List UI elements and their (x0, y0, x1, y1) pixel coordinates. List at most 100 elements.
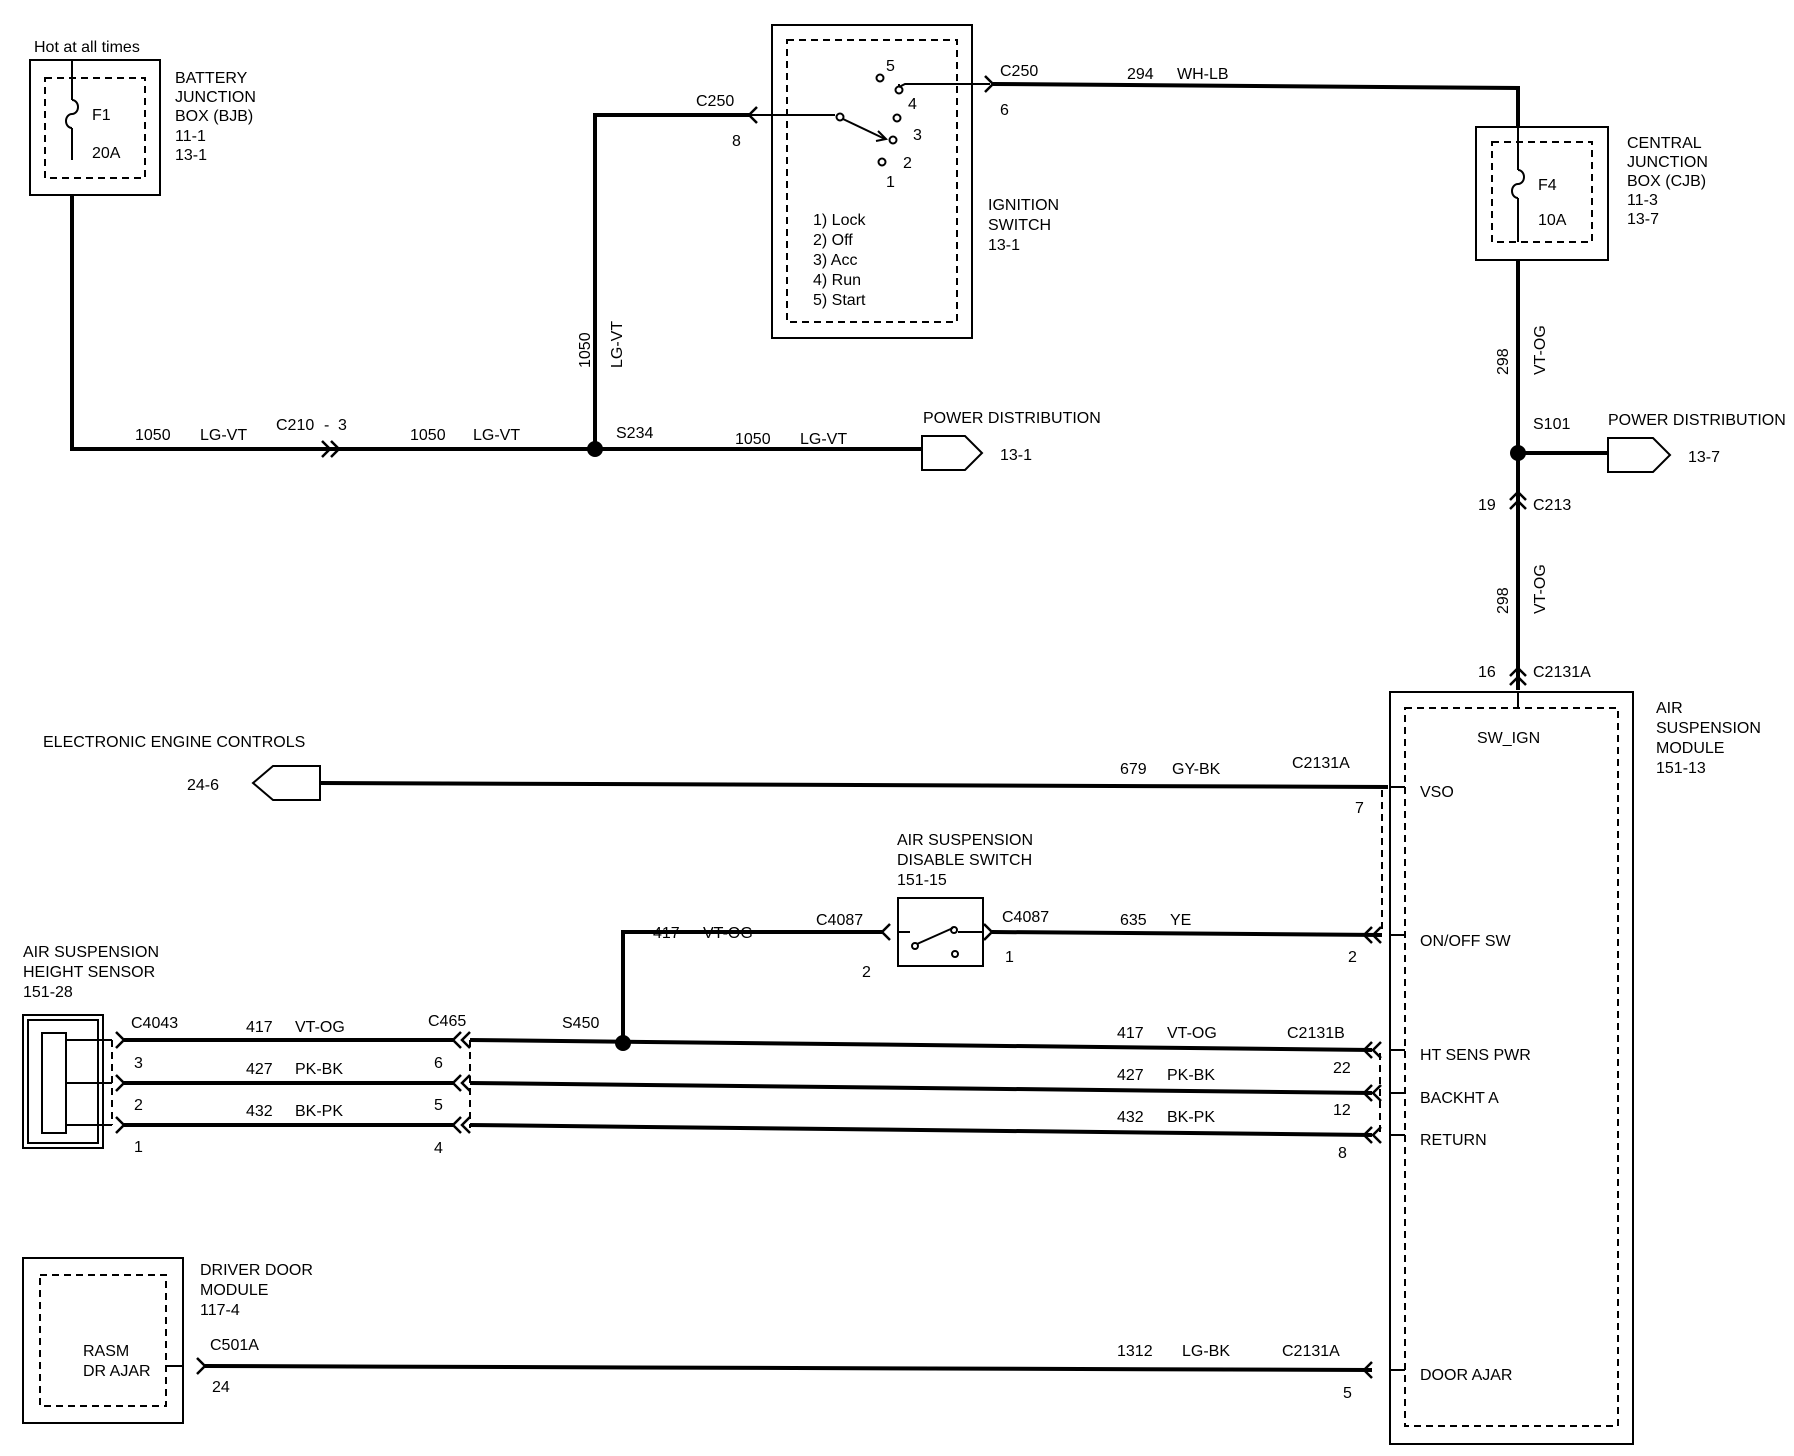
ignition-pos-2: 2 (903, 155, 912, 172)
c4087-left-pin: 2 (862, 964, 871, 981)
pin-8: 8 (1338, 1145, 1347, 1162)
wire-417-num-top: 417 (653, 925, 680, 942)
c213-label: C213 (1533, 497, 1571, 514)
disable-switch-ref: 151-15 (897, 872, 947, 889)
wire-1050-num-vertical: 1050 (577, 332, 594, 368)
splice-s234 (587, 441, 603, 457)
fuse-f1-rating: 20A (92, 145, 121, 162)
disable-switch-title1: AIR SUSPENSION (897, 832, 1033, 849)
c213-pin: 19 (1478, 497, 1496, 514)
splice-s450 (615, 1035, 631, 1051)
fuse-f4-rating: 10A (1538, 212, 1567, 229)
pin-12: 12 (1333, 1102, 1351, 1119)
pin-22: 22 (1333, 1060, 1351, 1077)
power-distribution-right: POWER DISTRIBUTION 13-7 (1607, 412, 1786, 473)
c501a-pin: 24 (212, 1379, 230, 1396)
wire-298-color-b: VT-OG (1532, 564, 1549, 614)
eec-label: ELECTRONIC ENGINE CONTROLS (43, 734, 305, 751)
c250-out-label: C250 (1000, 63, 1038, 80)
c465-label: C465 (428, 1013, 466, 1030)
ignition-pos-1: 1 (886, 174, 895, 191)
wire-298: S101 298 VT-OG 19 C213 298 VT-OG 16 C213… (1478, 260, 1608, 690)
splice-s234-label: S234 (616, 425, 653, 442)
ignition-switch: C250 8 5 4 3 2 1 1) Lock 2) Off 3) Acc 4… (696, 24, 1059, 339)
wire-298-num-b: 298 (1495, 587, 1512, 614)
central-junction-box: F4 10A CENTRAL JUNCTION BOX (CJB) 11-3 1… (1475, 126, 1708, 261)
c4043-label: C4043 (131, 1015, 178, 1032)
asm-pin-ht-sens: HT SENS PWR (1420, 1047, 1531, 1064)
air-suspension-module: SW_IGN AIR SUSPENSION MODULE 151-13 VSO … (1379, 691, 1761, 1445)
wire-427-color-left: PK-BK (295, 1061, 343, 1078)
splice-s450-label: S450 (562, 1015, 599, 1032)
cjb-name-line1: CENTRAL (1627, 135, 1702, 152)
c2131a-vso-label: C2131A (1292, 755, 1350, 772)
ignition-legend-start: 5) Start (813, 292, 866, 309)
c4087-right-pin: 1 (1005, 949, 1014, 966)
asm-name1: AIR (1656, 700, 1683, 717)
wire-298-num-a: 298 (1495, 348, 1512, 375)
wire-298-color-a: VT-OG (1532, 325, 1549, 375)
hot-at-all-times-label: Hot at all times (34, 39, 140, 56)
c465-connector: C465 6 5 4 (428, 1013, 471, 1157)
asm-name2: SUSPENSION (1656, 720, 1761, 737)
wire-427-num-right: 427 (1117, 1067, 1144, 1084)
wire-635: 635 YE 2 (991, 912, 1383, 966)
c210-dash: - (324, 417, 329, 434)
cjb-name-line3: BOX (CJB) (1627, 173, 1706, 190)
wire-1050-color-a: LG-VT (200, 427, 247, 444)
height-sensor-title2: HEIGHT SENSOR (23, 964, 155, 981)
c4087-left-label: C4087 (816, 912, 863, 929)
wire-417-switch-branch: 417 VT-OG (621, 925, 882, 1045)
ddm-ref: 117-4 (200, 1302, 240, 1319)
c250-in-pin: 8 (732, 133, 741, 150)
wire-635-num: 635 (1120, 912, 1147, 929)
ignition-legend-lock: 1) Lock (813, 212, 866, 229)
wire-1050-num-a: 1050 (135, 427, 171, 444)
c465-pin-4: 4 (434, 1140, 443, 1157)
c2131a-door-label: C2131A (1282, 1343, 1340, 1360)
wire-417-color-left: VT-OG (295, 1019, 345, 1036)
wire-432: 432 BK-PK 432 BK-PK 8 (124, 1103, 1382, 1162)
wire-294-num: 294 (1127, 66, 1154, 83)
wire-294: C250 6 294 WH-LB (984, 63, 1520, 128)
wire-679: ELECTRONIC ENGINE CONTROLS 24-6 679 GY-B… (43, 734, 1389, 817)
wire-1312-color: LG-BK (1182, 1343, 1230, 1360)
wire-427-num-left: 427 (246, 1061, 273, 1078)
wire-417-num-left: 417 (246, 1019, 273, 1036)
sensor-pin-2: 2 (134, 1097, 143, 1114)
wire-432-num-right: 432 (1117, 1109, 1144, 1126)
fuse-f1-label: F1 (92, 107, 111, 124)
wire-294-color: WH-LB (1177, 66, 1229, 83)
ignition-title1: IGNITION (988, 197, 1059, 214)
wire-1050-num-b: 1050 (410, 427, 446, 444)
c501a-label: C501A (210, 1337, 259, 1354)
power-distribution-right-ref: 13-7 (1688, 449, 1720, 466)
ddm-title1: DRIVER DOOR (200, 1262, 313, 1279)
ignition-legend-acc: 3) Acc (813, 252, 857, 269)
bjb-name-line3: BOX (BJB) (175, 108, 253, 125)
c250-out-pin: 6 (1000, 102, 1009, 119)
c210-pin: 3 (338, 417, 347, 434)
c4087-right-label: C4087 (1002, 909, 1049, 926)
wire-417-color-right: VT-OG (1167, 1025, 1217, 1042)
ignition-legend-off: 2) Off (813, 232, 853, 249)
wire-1050-color-c: LG-VT (800, 431, 847, 448)
cjb-name-line2: JUNCTION (1627, 154, 1708, 171)
sensor-pin-1: 1 (134, 1139, 143, 1156)
asm-pin-backht: BACKHT A (1420, 1090, 1499, 1107)
height-sensor-ref: 151-28 (23, 984, 73, 1001)
c2131b-label: C2131B (1287, 1025, 1345, 1042)
asm-pin-return: RETURN (1420, 1132, 1487, 1149)
wire-1050-color-b: LG-VT (473, 427, 520, 444)
vso-pin: 7 (1355, 800, 1364, 817)
power-distribution-left-label: POWER DISTRIBUTION (923, 410, 1101, 427)
height-sensor-title1: AIR SUSPENSION (23, 944, 159, 961)
wire-427-color-right: PK-BK (1167, 1067, 1215, 1084)
eec-ref: 24-6 (187, 777, 219, 794)
wire-1312: 1312 LG-BK C2131A 5 (204, 1343, 1373, 1402)
disable-switch-title2: DISABLE SWITCH (897, 852, 1032, 869)
ddm-title2: MODULE (200, 1282, 268, 1299)
c465-pin-6: 6 (434, 1055, 443, 1072)
bjb-ref1: 11-1 (175, 128, 206, 145)
ignition-pos-4: 4 (908, 96, 917, 113)
